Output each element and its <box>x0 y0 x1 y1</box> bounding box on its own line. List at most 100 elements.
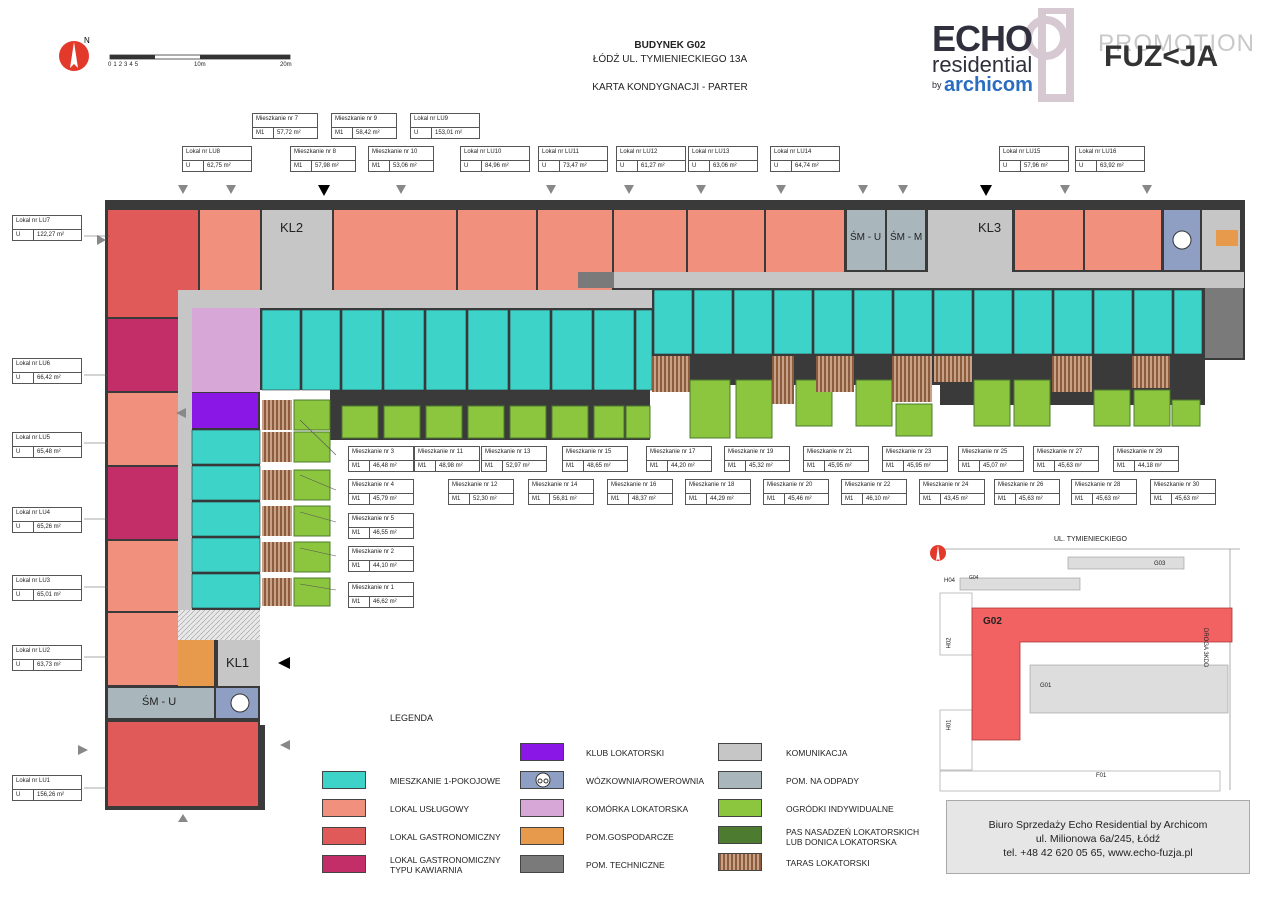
mieszkanie-type: M1 <box>995 494 1016 504</box>
mieszkanie-area: 45,95 m² <box>828 463 852 469</box>
mieszkanie-area: 45,63 m² <box>1058 463 1082 469</box>
legend-label-communication: KOMUNIKACJA <box>786 748 848 758</box>
mieszkanie-type: M1 <box>563 461 584 471</box>
legend-label-utility: POM.GOSPODARCZE <box>586 832 674 842</box>
legend-label-terrace: TARAS LOKATORSKI <box>786 858 870 868</box>
mieszkanie-area: 44,29 m² <box>710 496 734 502</box>
mieszkanie-area: 57,98 m² <box>315 163 339 169</box>
lokal-area: 61,27 m² <box>641 163 665 169</box>
mieszkanie-type: M1 <box>332 128 353 138</box>
mieszkanie-area: 53,06 m² <box>393 163 417 169</box>
mieszkanie-type: M1 <box>1151 494 1172 504</box>
mieszkanie-type: M1 <box>369 161 390 171</box>
echo-text: ECHO <box>932 18 1033 59</box>
mieszkanie-area: 57,72 m² <box>277 130 301 136</box>
legend-label-waste: POM. NA ODPADY <box>786 776 860 786</box>
legend-swatch-storage <box>520 799 564 817</box>
lokal-area: 84,96 m² <box>485 163 509 169</box>
mieszkanie-type: M1 <box>764 494 785 504</box>
legend-label-service: LOKAL USŁUGOWY <box>390 804 470 814</box>
lokal-area: 64,74 m² <box>795 163 819 169</box>
site-h04-label: H04 <box>944 578 956 584</box>
mieszkanie-name: Mieszkanie nr 4 <box>349 480 413 494</box>
lokal-type: U <box>1000 161 1021 171</box>
mieszkanie-area: 44,18 m² <box>1138 463 1162 469</box>
lokal-type: U <box>183 161 204 171</box>
mieszkanie-type: M1 <box>349 561 370 571</box>
site-road-label: DROGA 3KDD <box>1202 628 1208 668</box>
north-arrow-icon: N <box>56 32 96 78</box>
mieszkanie-type: M1 <box>959 461 980 471</box>
lokal-type: U <box>539 161 560 171</box>
site-street-label: UL. TYMIENIECKIEGO <box>1054 536 1127 543</box>
legend-label-technical: POM. TECHNICZNE <box>586 860 665 870</box>
site-plan <box>930 545 1240 792</box>
lokal-area: 57,96 m² <box>1024 163 1048 169</box>
legend-swatch-terrace <box>718 853 762 871</box>
mieszkanie-type: M1 <box>608 494 629 504</box>
mieszkanie-type: M1 <box>349 528 370 538</box>
legend-label-bike: WÓZKOWNIA/ROWEROWNIA <box>586 776 705 786</box>
mieszkanie-name: Mieszkanie nr 8 <box>291 147 355 161</box>
mieszkanie-area: 58,42 m² <box>356 130 380 136</box>
legend-label-garden: OGRÓDKI INDYWIDUALNE <box>786 804 894 814</box>
lokal-name: Lokal nr LU6 <box>13 359 81 373</box>
north-label: N <box>84 36 90 45</box>
lokal-type: U <box>13 522 34 532</box>
sales-office-name: Biuro Sprzedaży Echo Residential by Arch… <box>988 819 1208 831</box>
lokal-area: 66,42 m² <box>37 375 61 381</box>
mieszkanie-name: Mieszkanie nr 29 <box>1114 447 1178 461</box>
legend-label-apartment: MIESZKANIE 1-POKOJOWE <box>390 776 501 786</box>
mieszkanie-name: Mieszkanie nr 19 <box>725 447 789 461</box>
mieszkanie-name: Mieszkanie nr 28 <box>1072 480 1136 494</box>
mieszkanie-area: 44,20 m² <box>671 463 695 469</box>
mieszkanie-area: 45,63 m² <box>1096 496 1120 502</box>
mieszkanie-area: 45,32 m² <box>749 463 773 469</box>
legend-swatch-communication <box>718 743 762 761</box>
mieszkanie-name: Mieszkanie nr 17 <box>647 447 711 461</box>
mieszkanie-area: 46,10 m² <box>866 496 890 502</box>
lokal-type: U <box>13 790 34 800</box>
mieszkanie-area: 45,07 m² <box>983 463 1007 469</box>
mieszkanie-area: 44,10 m² <box>373 563 397 569</box>
stair-kl3: KL3 <box>978 220 1002 235</box>
lokal-type: U <box>461 161 482 171</box>
mieszkanie-area: 46,62 m² <box>373 599 397 605</box>
site-f01-label: F01 <box>1096 773 1107 779</box>
fuzja-logo: FUZ<JA <box>1104 40 1219 73</box>
lokal-name: Lokal nr LU7 <box>13 216 81 230</box>
scale-bar: 012345 10m 20m <box>108 52 298 74</box>
mieszkanie-area: 45,63 m² <box>1175 496 1199 502</box>
lokal-area: 65,01 m² <box>37 592 61 598</box>
mieszkanie-area: 45,46 m² <box>788 496 812 502</box>
mieszkanie-area: 43,45 m² <box>944 496 968 502</box>
mieszkanie-name: Mieszkanie nr 27 <box>1034 447 1098 461</box>
lokal-name: Lokal nr LU4 <box>13 508 81 522</box>
mieszkanie-area: 45,79 m² <box>373 496 397 502</box>
mieszkanie-name: Mieszkanie nr 16 <box>608 480 672 494</box>
archicom-text: archicom <box>944 74 1033 96</box>
mieszkanie-area: 48,98 m² <box>439 463 463 469</box>
mieszkanie-name: Mieszkanie nr 26 <box>995 480 1059 494</box>
lokal-area: 153,01 m² <box>435 130 463 136</box>
sales-office-contact: tel. +48 42 620 05 65, www.echo-fuzja.pl <box>1003 847 1193 859</box>
mieszkanie-name: Mieszkanie nr 2 <box>349 547 413 561</box>
lokal-name: Lokal nr LU14 <box>771 147 839 161</box>
building-title: BUDYNEK G02 <box>634 40 706 51</box>
legend-label-gastro: LOKAL GASTRONOMICZNY <box>390 832 501 842</box>
